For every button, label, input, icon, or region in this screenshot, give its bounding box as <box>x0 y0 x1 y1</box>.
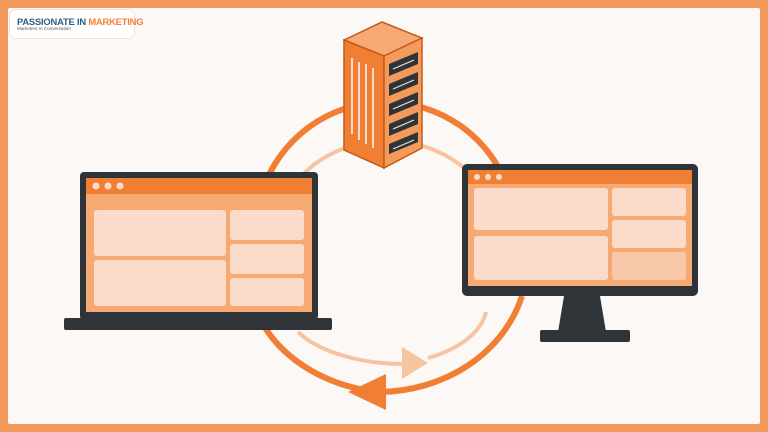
server-tower-icon <box>342 21 424 170</box>
inner-cycle-ring-right <box>427 311 488 360</box>
monitor-panel-side-2 <box>612 220 686 248</box>
brand-title-main: PASSIONATE IN <box>17 15 89 27</box>
outer-cycle-ring-bottom <box>377 295 525 395</box>
laptop-window-dot-2 <box>104 182 112 190</box>
laptop-panel-side-2 <box>230 244 304 274</box>
brand-text: PASSIONATE IN MARKETING Marketers In Con… <box>17 15 144 32</box>
laptop-base <box>64 318 332 330</box>
illustration-canvas: PASSIONATE IN MARKETING Marketers In Con… <box>8 8 760 424</box>
laptop-panel-side-1 <box>230 210 304 240</box>
server-vent-lines <box>351 58 374 148</box>
brand-logo[interactable]: PASSIONATE IN MARKETING Marketers In Con… <box>10 10 144 38</box>
monitor-panel-main-top <box>474 188 608 230</box>
inner-arrow-head-icon <box>402 347 428 379</box>
monitor-window-dot-3 <box>496 174 502 180</box>
inner-cycle-ring-bottom <box>296 330 409 367</box>
laptop-icon <box>64 172 332 330</box>
monitor-stand-neck <box>558 296 606 332</box>
monitor-window-dot-2 <box>485 174 491 180</box>
diagram-scene <box>64 21 698 410</box>
laptop-panel-main-bottom <box>94 260 226 306</box>
desktop-monitor-icon <box>462 164 698 342</box>
monitor-panel-main-bottom <box>474 236 608 280</box>
laptop-panel-main-top <box>94 210 226 256</box>
monitor-panel-side-3 <box>612 252 686 280</box>
monitor-window-dot-1 <box>474 174 480 180</box>
laptop-window-dot-1 <box>92 182 100 190</box>
monitor-stand-base <box>540 330 630 342</box>
laptop-window-dot-3 <box>116 182 124 190</box>
brand-tagline: Marketers In Conversation <box>17 25 71 31</box>
laptop-title-bar <box>86 178 312 194</box>
brand-title: PASSIONATE IN MARKETING <box>17 15 144 27</box>
outer-arrow-head-icon <box>348 374 386 410</box>
monitor-panel-side-1 <box>612 188 686 216</box>
monitor-title-bar <box>468 170 692 184</box>
server-drive-bays <box>389 52 418 154</box>
laptop-panel-side-3 <box>230 278 304 306</box>
brand-title-accent: MARKETING <box>88 15 144 27</box>
